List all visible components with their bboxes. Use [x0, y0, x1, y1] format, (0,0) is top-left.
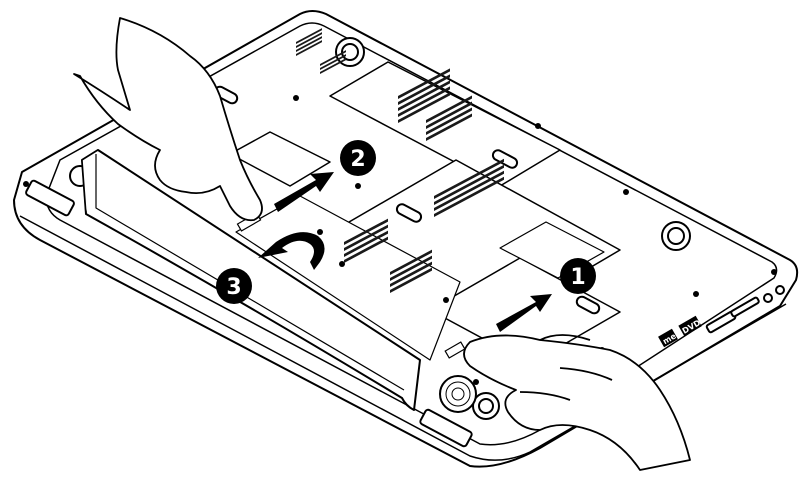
step-3-circle — [216, 268, 252, 304]
slot-foot-2 — [395, 203, 423, 223]
vents-group — [296, 28, 504, 293]
battery-latch-1 — [444, 341, 466, 359]
step-markers: 1 2 3 — [216, 140, 596, 304]
audio-jack-1 — [763, 293, 773, 303]
arrow-icon — [274, 172, 334, 212]
step-2-number: 2 — [350, 147, 365, 172]
screw-icon — [339, 261, 345, 267]
step-2-circle — [340, 140, 376, 176]
port-logo-right-badge — [678, 315, 702, 337]
arrows — [258, 172, 552, 332]
vent-icon — [344, 218, 388, 263]
hand-finger — [519, 334, 613, 401]
step-1-circle — [560, 258, 596, 294]
hand-icon — [73, 17, 263, 222]
screw-icon — [535, 123, 541, 129]
vent-icon — [390, 249, 432, 293]
vent-icon — [296, 28, 322, 56]
left-small-cover — [229, 131, 331, 187]
rotate-arrow-icon — [258, 232, 325, 270]
screw-icon — [623, 189, 629, 195]
speaker-grille-core — [451, 387, 465, 401]
hand-icon — [463, 334, 691, 471]
slot-foot-3 — [575, 295, 601, 315]
battery-pack — [81, 149, 421, 411]
arrow-icon — [496, 294, 552, 332]
hands — [73, 17, 691, 471]
slot-foot-1 — [491, 149, 519, 169]
screw-icon — [771, 269, 777, 275]
battery-pack-edge — [95, 154, 405, 391]
vent-icon — [434, 158, 504, 217]
vent-icon — [398, 68, 450, 123]
card-slot — [730, 296, 760, 318]
battery-pack-side — [81, 149, 99, 215]
vent-icon — [426, 95, 472, 141]
rubber-foot-round-front-inner — [478, 398, 494, 414]
rubber-foot-round-right-inner — [667, 227, 685, 245]
audio-jack-2 — [775, 285, 785, 295]
speaker-grille-icon — [439, 375, 477, 413]
screw-icon — [293, 95, 299, 101]
screw-icon — [23, 181, 29, 187]
speaker-grille-ring — [445, 381, 471, 407]
rubber-foot-front — [419, 408, 473, 448]
screw-icon — [317, 229, 323, 235]
screw-icon — [443, 297, 449, 303]
step-1-number: 1 — [570, 265, 585, 290]
screw-icon — [355, 183, 361, 189]
port-logo-left-badge — [658, 328, 678, 348]
vent-icon — [320, 50, 346, 74]
screw-icon — [473, 379, 479, 385]
screw-icon — [693, 291, 699, 297]
rubber-foot-left — [25, 179, 75, 217]
step-3-number: 3 — [226, 275, 241, 300]
laptop-edge — [19, 215, 787, 461]
